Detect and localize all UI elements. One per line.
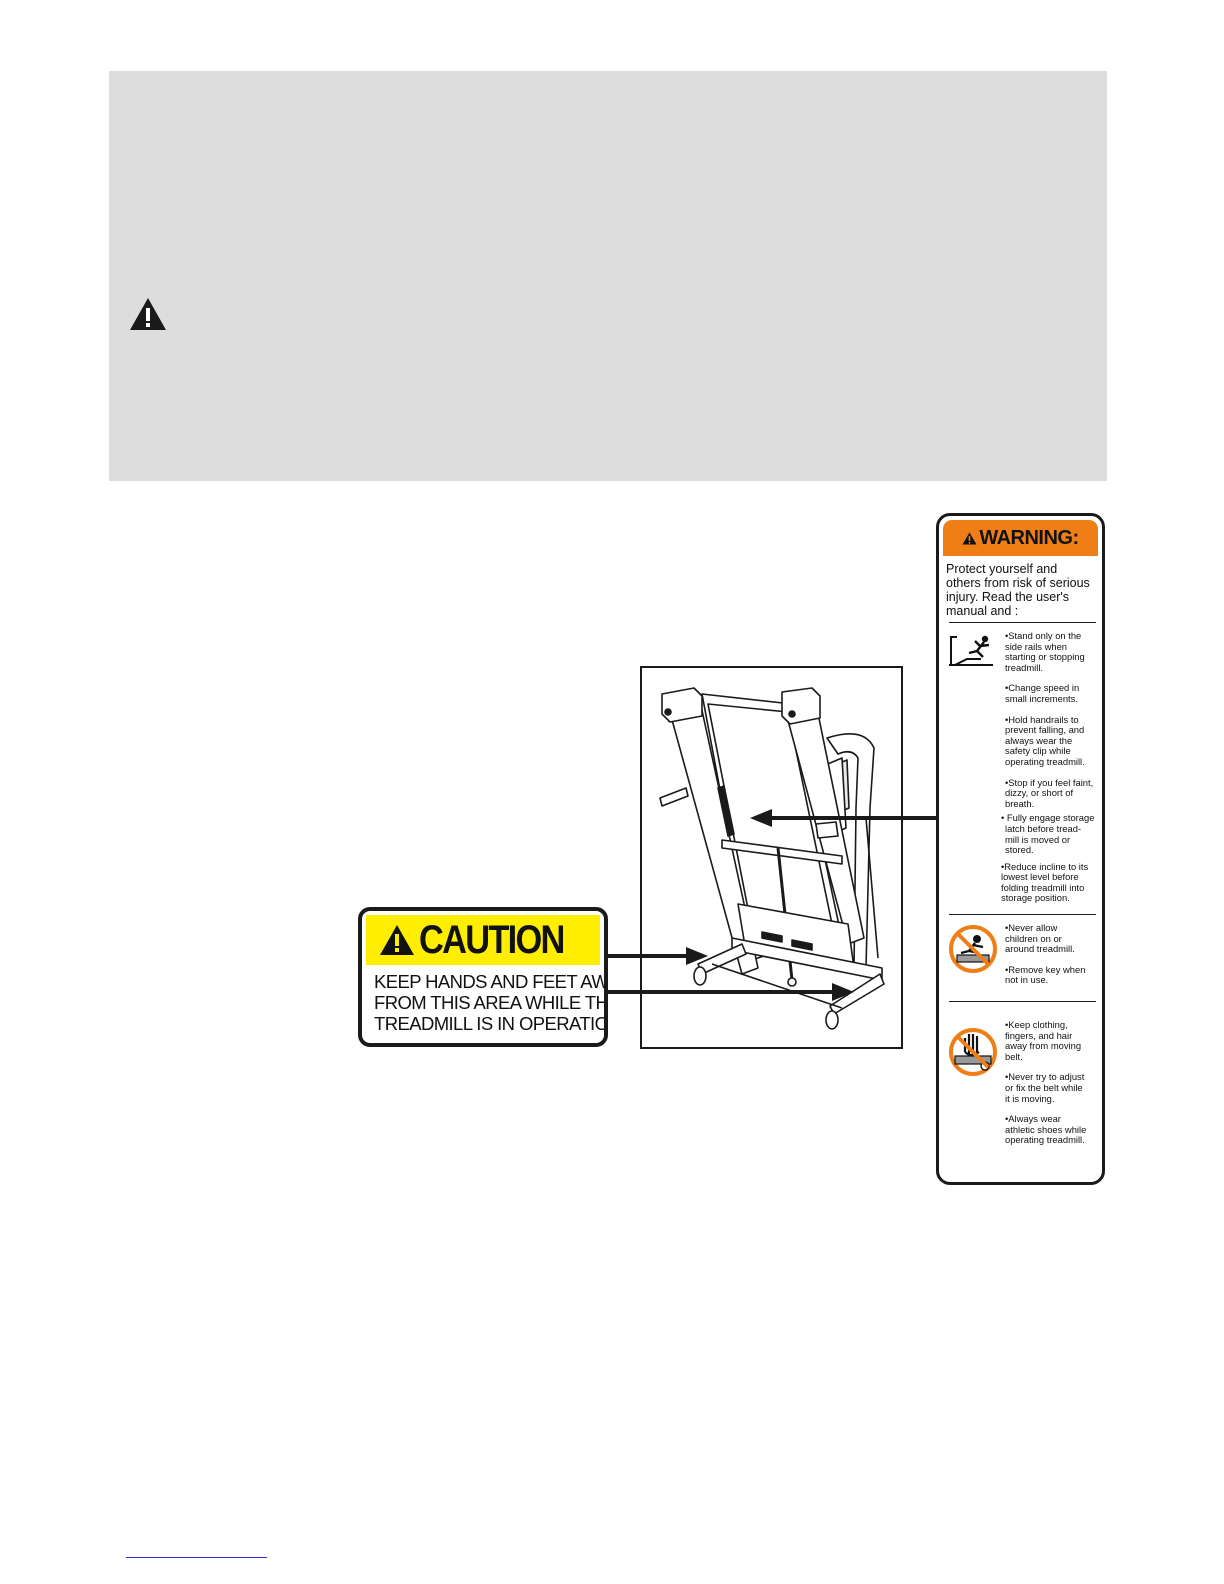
- warning-section-children: •Never allow children on or around tread…: [939, 915, 1102, 1001]
- warning-decal: WARNING: Protect yourself and others fro…: [936, 513, 1105, 1185]
- warning-intro-line: others from risk of serious: [946, 576, 1090, 590]
- warning-item-line: away from moving: [1005, 1040, 1082, 1052]
- warning-item-line: around treadmill.: [1005, 943, 1075, 955]
- warning-section-rails: •Stand only on the side rails when start…: [939, 623, 1102, 904]
- caution-header: CAUTION: [366, 915, 600, 965]
- treadmill-illustration: [640, 666, 903, 1049]
- warning-item-line: prevent falling, and: [1005, 724, 1085, 736]
- warning-divider: [949, 914, 1096, 916]
- caution-decal: CAUTION KEEP HANDS AND FEET AWAY FROM TH…: [358, 907, 608, 1047]
- warning-item-line: •Change speed in: [1005, 682, 1080, 694]
- warning-item-line: folding treadmill into: [1001, 881, 1085, 893]
- no-children-icon: [949, 925, 997, 974]
- warning-intro-line: Protect yourself and: [946, 562, 1058, 576]
- warning-item-line: storage position.: [1001, 892, 1070, 904]
- warning-item-line: starting or stopping: [1005, 651, 1085, 663]
- instruction-panel: [109, 71, 1107, 481]
- caution-line: KEEP HANDS AND FEET AWAY: [374, 971, 608, 992]
- warning-item: •Never try to adjust or fix the belt whi…: [1005, 1072, 1100, 1104]
- warning-triangle-small-icon: [962, 532, 977, 544]
- warning-item-line: small increments.: [1005, 692, 1078, 704]
- caution-text: KEEP HANDS AND FEET AWAY FROM THIS AREA …: [362, 965, 604, 1034]
- warning-divider: [949, 622, 1096, 623]
- warning-item-line: breath.: [1005, 797, 1035, 809]
- caution-line: TREADMILL IS IN OPERATION.: [374, 1013, 608, 1034]
- warning-item-line: children on or: [1005, 932, 1062, 944]
- warning-item-line: •Always wear: [1005, 1113, 1061, 1125]
- warning-item-line: •Keep clothing,: [1005, 1019, 1068, 1031]
- warning-item-line: athletic shoes while: [1005, 1123, 1087, 1135]
- no-hands-near-belt-icon: [949, 1028, 997, 1077]
- caution-triangle-icon: [379, 925, 414, 955]
- footer-link-underline[interactable]: [126, 1557, 267, 1558]
- caution-line: FROM THIS AREA WHILE THE: [374, 992, 608, 1013]
- warning-item-line: •Never allow: [1005, 922, 1058, 934]
- warning-item-line: •Remove key when: [1005, 963, 1086, 975]
- warning-item: •Change speed in small increments.: [1005, 683, 1100, 704]
- warning-item-line: •Never try to adjust: [1005, 1071, 1085, 1083]
- warning-item-line: side rails when: [1005, 640, 1068, 652]
- warning-item-line: •Stand only on the: [1005, 630, 1082, 641]
- warning-item: •Stop if you feel faint, dizzy, or short…: [1005, 776, 1100, 810]
- warning-item: •Remove key when not in use.: [1005, 963, 1100, 986]
- warning-item-line: it is moving.: [1005, 1092, 1055, 1104]
- warning-title: WARNING:: [979, 526, 1079, 549]
- warning-item-line: fingers, and hair: [1005, 1029, 1073, 1041]
- warning-header: WARNING:: [943, 520, 1098, 556]
- warning-item-line: latch before tread-: [1005, 822, 1082, 834]
- warning-item-line: mill is moved or: [1005, 833, 1071, 845]
- warning-divider: [949, 1001, 1096, 1003]
- warning-triangle-icon: [130, 298, 166, 330]
- warning-intro-line: injury. Read the user's: [946, 590, 1070, 604]
- caution-title: CAUTION: [418, 917, 565, 962]
- warning-section-belt: •Keep clothing, fingers, and hair away f…: [939, 1002, 1102, 1146]
- warning-item-line: lowest level before: [1001, 871, 1079, 883]
- warning-item-line: •Stop if you feel faint,: [1005, 776, 1094, 788]
- warning-item: •Hold handrails to prevent falling, and …: [1005, 713, 1100, 768]
- warning-item: •Keep clothing, fingers, and hair away f…: [1005, 1019, 1100, 1062]
- warning-item-line: stored.: [1005, 844, 1034, 856]
- warning-intro: Protect yourself and others from risk of…: [939, 556, 1102, 622]
- warning-item-line: not in use.: [1005, 974, 1049, 986]
- warning-item: •Never allow children on or around tread…: [1005, 922, 1100, 955]
- warning-item-line: •Hold handrails to: [1005, 713, 1079, 725]
- stand-on-side-rails-icon: [949, 635, 993, 666]
- warning-item-line: operating treadmill.: [1005, 755, 1085, 767]
- warning-item-line: or fix the belt while: [1005, 1082, 1083, 1094]
- warning-item: •Reduce incline to its lowest level befo…: [1001, 860, 1100, 904]
- warning-item-line: always wear the: [1005, 734, 1073, 746]
- warning-item-line: • Fully engage storage: [1001, 812, 1095, 824]
- warning-intro-line: manual and :: [946, 604, 1019, 618]
- warning-item-line: safety clip while: [1005, 745, 1071, 757]
- warning-item-line: belt.: [1005, 1050, 1023, 1062]
- warning-item-line: dizzy, or short of: [1005, 787, 1074, 799]
- warning-item: •Stand only on the side rails when start…: [1005, 630, 1100, 673]
- warning-item-line: operating treadmill.: [1005, 1134, 1085, 1146]
- warning-item: • Fully engage storage latch before trea…: [1001, 813, 1100, 855]
- treadmill-drawing: [659, 687, 885, 1030]
- warning-item: •Always wear athletic shoes while operat…: [1005, 1114, 1100, 1146]
- warning-item-line: treadmill.: [1005, 661, 1044, 673]
- warning-item-line: •Reduce incline to its: [1001, 860, 1089, 872]
